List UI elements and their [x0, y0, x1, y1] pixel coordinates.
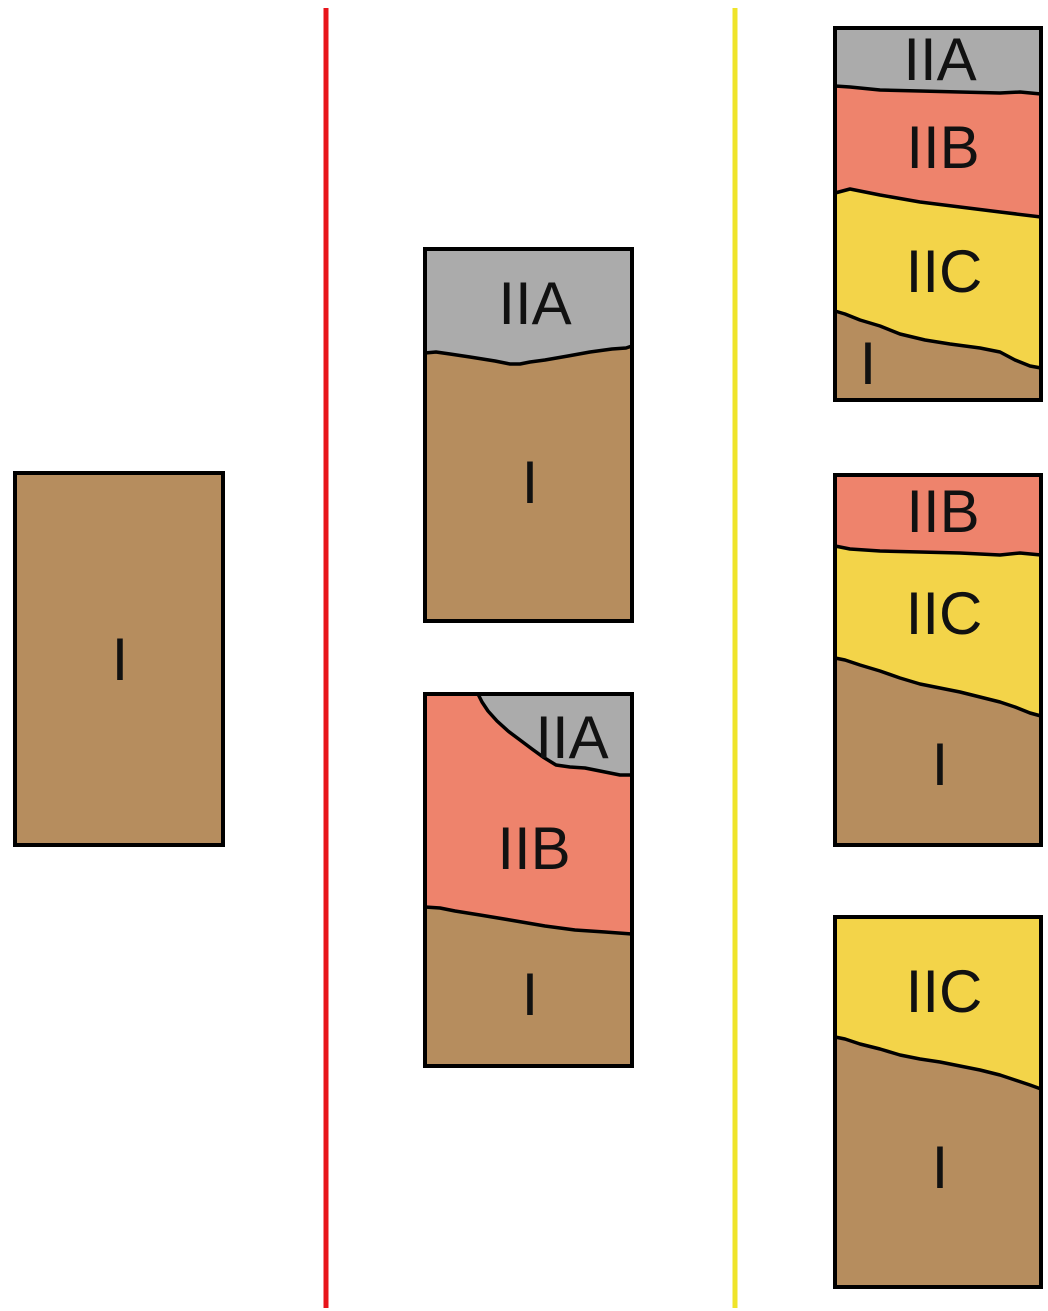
layer-boundary — [834, 187, 1042, 219]
column-frame — [833, 26, 1043, 402]
layer-boundary — [834, 1035, 1042, 1091]
layer-boundary — [834, 309, 1042, 370]
column-frame — [833, 473, 1043, 847]
layer-IIA-label: IIA — [498, 270, 571, 337]
layer-boundary — [424, 344, 633, 366]
soil-column-IIC-I: IIC I — [833, 915, 1043, 1289]
layer-boundary — [476, 693, 632, 777]
layer-IIC — [835, 189, 1041, 368]
soil-column-IIB-I: IIA IIB I — [423, 692, 634, 1068]
soil-column-IIB-IIC-I: IIB IIC I — [833, 473, 1043, 847]
layer-boundary — [834, 544, 1042, 557]
layer-I — [15, 473, 223, 845]
layer-I-label: I — [860, 330, 877, 397]
column-frame — [423, 692, 634, 1068]
column-frame — [833, 915, 1043, 1289]
layer-I-label: I — [112, 626, 129, 693]
layer-I-label: I — [932, 731, 949, 798]
layer-IIC — [835, 546, 1041, 716]
layer-IIB — [835, 475, 1041, 555]
layer-IIA — [425, 249, 632, 364]
layer-boundary — [834, 656, 1042, 718]
layer-IIA-label: IIA — [535, 704, 608, 771]
layer-IIA-wedge — [478, 694, 632, 775]
soil-column-I: I — [13, 471, 225, 847]
layer-IIB-label: IIB — [497, 815, 570, 882]
layer-IIA-label: IIA — [903, 26, 976, 93]
layer-IIB-label: IIB — [906, 478, 979, 545]
soil-column-IIA-I: IIA I — [423, 247, 634, 623]
layer-IIC — [835, 917, 1041, 1089]
layer-IIC-label: IIC — [906, 958, 983, 1025]
layer-boundary — [834, 84, 1042, 96]
layer-I-label: I — [522, 449, 539, 516]
layer-IIC-label: IIC — [906, 580, 983, 647]
layer-I-label: I — [522, 961, 539, 1028]
layer-IIA — [835, 28, 1041, 94]
layer-IIC-label: IIC — [906, 238, 983, 305]
layer-IIB-label: IIB — [906, 114, 979, 181]
layer-boundary — [424, 905, 633, 936]
layer-I-label: I — [932, 1134, 949, 1201]
layer-IIB — [835, 86, 1041, 217]
column-frame — [423, 247, 634, 623]
soil-column-IIA-IIB-IIC-I: IIA IIB IIC I — [833, 26, 1043, 402]
column-frame — [13, 471, 225, 847]
